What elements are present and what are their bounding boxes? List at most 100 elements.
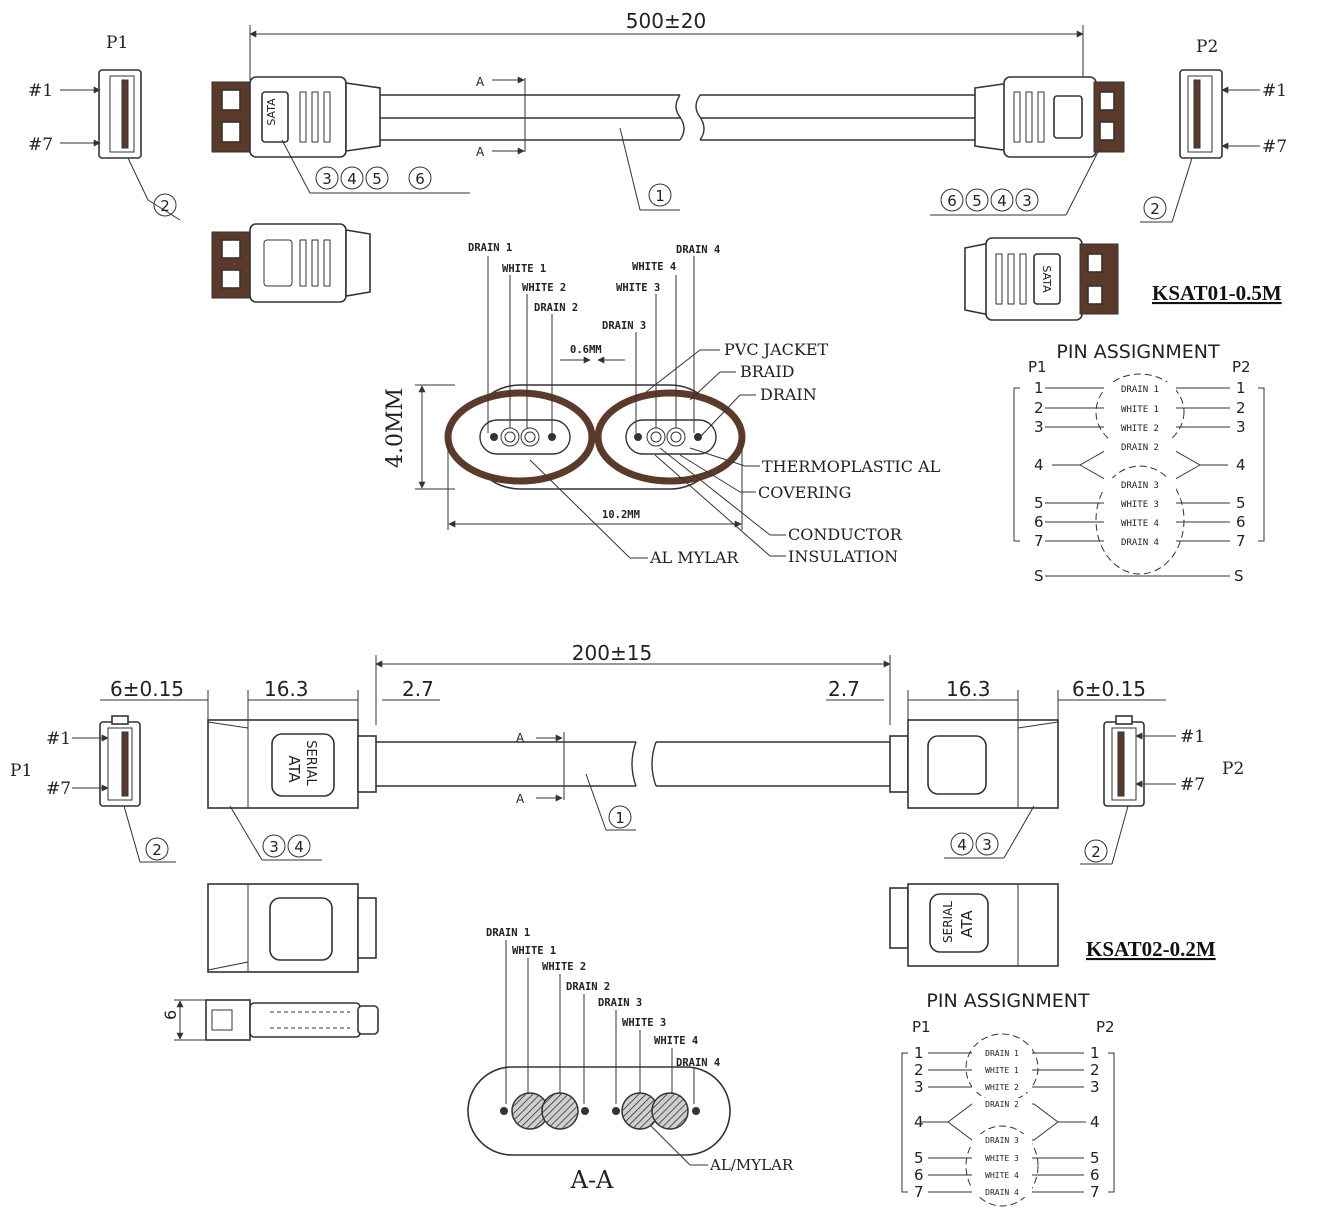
pin-assignment-1-p1-pin-7: 7: [1034, 532, 1044, 550]
pin-assignment-1-p1-pin-4: 4: [1034, 456, 1044, 474]
cable1-xs-height-dim: 4.0MM: [383, 388, 408, 468]
pin-assignment-2-signal-5: DRAIN 3: [985, 1136, 1019, 1145]
cable2-xs-wire-label-2: WHITE 1: [512, 945, 556, 957]
pin-assignment-2-p2-pin-5: 5: [1090, 1149, 1100, 1167]
cable2-xs-wire-label-4: DRAIN 2: [566, 981, 610, 993]
cable1-drawing: 500±20 P1 2 #1 #7 SATA: [28, 9, 1287, 567]
pin-assignment-2-p1-pin-2: 2: [914, 1061, 924, 1079]
cable2-xs-wire-label-1: DRAIN 1: [486, 927, 530, 939]
pin-assignment-2: PIN ASSIGNMENT P1 P2 1 2 3 4 5 6 7 1 2 3…: [901, 990, 1115, 1207]
cable2-cable-balloon: 1: [615, 809, 625, 827]
cable2-right-connector: [889, 719, 1059, 809]
cable1-xs-width-dim: 10.2MM: [602, 509, 640, 521]
cable1-part-number: KSAT01-0.5M: [1152, 281, 1282, 305]
pin-assignment-1-p2-pin-6: 6: [1236, 513, 1246, 531]
pin-assignment-2-signal-4: DRAIN 2: [985, 1100, 1019, 1109]
cable1-xs-gap-dim: 0.6MM: [570, 344, 602, 356]
pin-assignment-2-signal-3: WHITE 2: [985, 1083, 1019, 1092]
cable2-p2-end-view: 2: [1080, 715, 1176, 865]
cable2-part-number: KSAT02-0.2M: [1086, 937, 1216, 961]
cable2-side-profile-view: 6: [161, 999, 379, 1041]
cable1-right-balloons: 6 5 4 3: [930, 147, 1101, 216]
pin-assignment-1-p2-pin-5: 5: [1236, 494, 1246, 512]
pin-assignment-2-p1-pin-6: 6: [914, 1166, 924, 1184]
cable2-cross-section: DRAIN 1 WHITE 1 WHITE 2 DRAIN 2 DRAIN 3 …: [467, 927, 794, 1194]
cable1-xs-wire-label-8: DRAIN 4: [676, 244, 720, 256]
pin-assignment-2-p1: P1: [912, 1018, 931, 1036]
cable1-xs-callout-drain: DRAIN: [760, 385, 817, 404]
cable2-xs-wire-label-3: WHITE 2: [542, 961, 586, 973]
cable1-left-connector-alt-view: [211, 223, 371, 303]
pin-assignment-1-p1-pin-3: 3: [1034, 418, 1044, 436]
cable2-p2-pin-first: #1: [1180, 727, 1205, 747]
cable1-right-connector: [974, 76, 1125, 158]
cable1-p1-pin-last: #7: [28, 135, 53, 155]
cable2-p1-balloon: 2: [152, 841, 162, 859]
cable1-p1-pin-first: #1: [28, 81, 53, 101]
cable2-right-balloon-1: 4: [957, 836, 967, 854]
cable2-xs-wire-label-5: DRAIN 3: [598, 997, 642, 1009]
cable1-xs-callout-insulation: INSULATION: [788, 547, 898, 566]
pin-assignment-2-p2-pin-1: 1: [1090, 1044, 1100, 1062]
pin-assignment-2-title: PIN ASSIGNMENT: [926, 990, 1090, 1012]
pin-assignment-2-p1-pin-4: 4: [914, 1113, 924, 1131]
cable1-xs-wire-label-5: DRAIN 3: [602, 320, 646, 332]
cable2-left-balloon-1: 3: [269, 838, 279, 856]
pin-assignment-1-shield-p2: S: [1234, 567, 1244, 585]
cable2-p1-pin-first: #1: [46, 729, 71, 749]
cable2-cable-body: A A 1: [376, 731, 890, 831]
cable2-right-balloon-2: 3: [982, 836, 992, 854]
pin-assignment-1-p2-pin-7: 7: [1236, 532, 1246, 550]
cable1-xs-callout-covering: COVERING: [758, 483, 851, 502]
cable1-left-balloon-1: 3: [322, 170, 332, 188]
pin-assignment-1-signal-7: WHITE 4: [1121, 519, 1159, 529]
cable1-xs-callout-conductor: CONDUCTOR: [788, 525, 903, 544]
cable1-xs-wire-label-2: WHITE 1: [502, 263, 546, 275]
pin-assignment-1-signal-1: DRAIN 1: [1121, 385, 1159, 395]
pin-assignment-1-p2-pin-3: 3: [1236, 418, 1246, 436]
pin-assignment-1-p2: P2: [1232, 358, 1251, 376]
pin-assignment-1-p1-pin-5: 5: [1034, 494, 1044, 512]
cable1-left-balloon-3: 5: [372, 170, 382, 188]
pin-assignment-2-signal-8: DRAIN 4: [985, 1188, 1019, 1197]
pin-assignment-1-signal-2: WHITE 1: [1121, 405, 1159, 415]
pin-assignment-1-signal-5: DRAIN 3: [1121, 481, 1159, 491]
pin-assignment-1-signal-3: WHITE 2: [1121, 424, 1159, 434]
cable2-p2-label: P2: [1222, 759, 1244, 779]
cable1-right-balloon-1: 6: [947, 192, 957, 210]
pin-assignment-2-p2: P2: [1096, 1018, 1115, 1036]
cable2-left-connector-alt-view: [207, 883, 377, 973]
cable1-left-balloons: 3 4 5 6: [281, 139, 470, 194]
cable2-p1-end-view: 2: [72, 715, 176, 863]
pin-assignment-1-p1: P1: [1028, 358, 1047, 376]
pin-assignment-1-title: PIN ASSIGNMENT: [1056, 341, 1220, 363]
cable2-left-balloons: 3 4: [229, 805, 322, 861]
cable2-right-alt-text-top: SERIAL: [941, 901, 955, 943]
cable1-cable-body: A A 1: [380, 75, 975, 211]
pin-assignment-2-p2-pin-2: 2: [1090, 1061, 1100, 1079]
cable2-left-connector: SERIAL ATA: [207, 719, 377, 809]
cable2-left-connector-text-top: SERIAL: [303, 740, 318, 786]
cable2-right-alt-text-bottom: ATA: [958, 910, 976, 938]
pin-assignment-2-p2-pin-3: 3: [1090, 1078, 1100, 1096]
pin-assignment-1-shield-p1: S: [1034, 567, 1044, 585]
cable1-left-balloon-4: 6: [415, 170, 425, 188]
cable2-left-balloon-2: 4: [294, 838, 304, 856]
pin-assignment-1-p1-pin-6: 6: [1034, 513, 1044, 531]
cable2-section-mark-top: A: [516, 731, 525, 745]
pin-assignment-2-p1-pin-5: 5: [914, 1149, 924, 1167]
cable1-left-balloon-2: 4: [347, 170, 357, 188]
cable2-right-balloons: 4 3: [944, 805, 1035, 859]
cable1-p1-end-view: 2: [60, 69, 181, 221]
cable2-latch-dim-right: 6±0.15: [1072, 677, 1146, 701]
pin-assignment-2-signal-7: WHITE 4: [985, 1171, 1019, 1180]
cable1-section-mark-bottom: A: [476, 145, 485, 159]
pin-assignment-2-signal-1: DRAIN 1: [985, 1049, 1019, 1058]
cable1-length-dim: 500±20: [626, 9, 706, 33]
cable1-cable-balloon: 1: [655, 187, 665, 205]
pin-assignment-2-p2-pin-4: 4: [1090, 1113, 1100, 1131]
pin-assignment-1-p2-pin-2: 2: [1236, 399, 1246, 417]
pin-assignment-1-signal-8: DRAIN 4: [1121, 538, 1159, 548]
cable1-xs-wire-label-6: WHITE 3: [616, 282, 660, 294]
